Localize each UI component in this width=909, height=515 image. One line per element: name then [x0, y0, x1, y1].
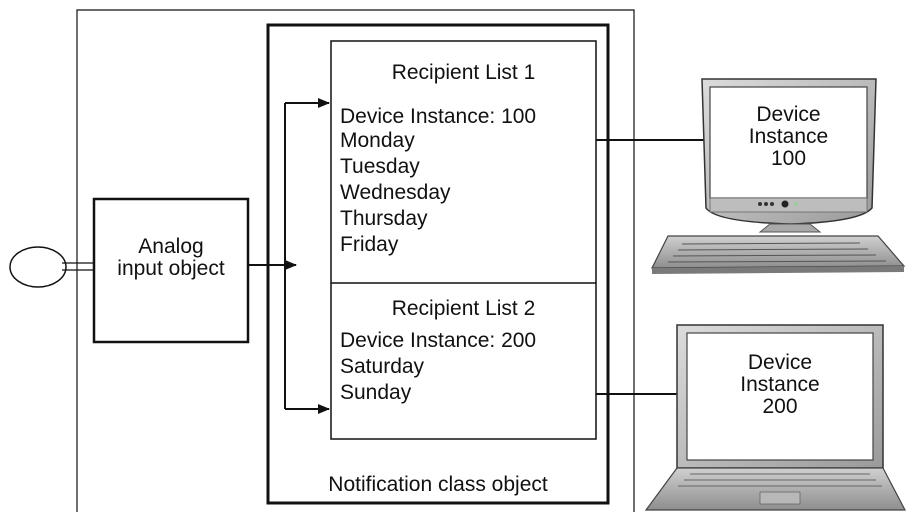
recipient-list-2-device: Device Instance: 200	[340, 329, 537, 352]
desktop-label-line-1: Device	[756, 103, 821, 126]
analog-input-box	[92, 197, 250, 344]
recipient-list-1-day: Friday	[340, 233, 399, 256]
desktop-label-line-2: Instance	[748, 125, 829, 148]
recipient-list-1-day: Tuesday	[340, 155, 420, 178]
recipient-list-2-day: Sunday	[340, 381, 412, 404]
laptop-device-label: Device Instance 200	[687, 352, 873, 418]
laptop-computer-icon	[644, 324, 906, 511]
laptop-label-line-2: Instance	[740, 373, 820, 396]
analog-input-label: Analog input object	[94, 236, 248, 280]
recipient-list-2-title: Recipient List 2	[391, 297, 536, 320]
laptop-label-line-3: 200	[762, 395, 798, 418]
desktop-label-line-3: 100	[770, 147, 807, 170]
device-boundary	[76, 9, 635, 512]
recipient-list-1-day: Wednesday	[340, 181, 451, 204]
recipient-lists-box	[330, 40, 597, 440]
recipient-list-1-title: Recipient List 1	[391, 61, 536, 84]
notification-class-label: Notification class object	[328, 473, 548, 496]
desktop-device-label: Device Instance 100	[710, 104, 867, 170]
desktop-computer-icon	[651, 78, 906, 274]
recipient-list-2-day: Saturday	[340, 355, 425, 378]
analog-input-line-2: input object	[117, 257, 225, 280]
recipient-list-1-day: Thursday	[340, 207, 428, 230]
laptop-label-line-1: Device	[747, 351, 813, 374]
sensor-ellipse	[9, 246, 67, 288]
recipient-list-1-device: Device Instance: 100	[340, 105, 537, 128]
analog-input-line-1: Analog	[138, 235, 204, 258]
recipient-list-1-day: Monday	[340, 129, 415, 152]
